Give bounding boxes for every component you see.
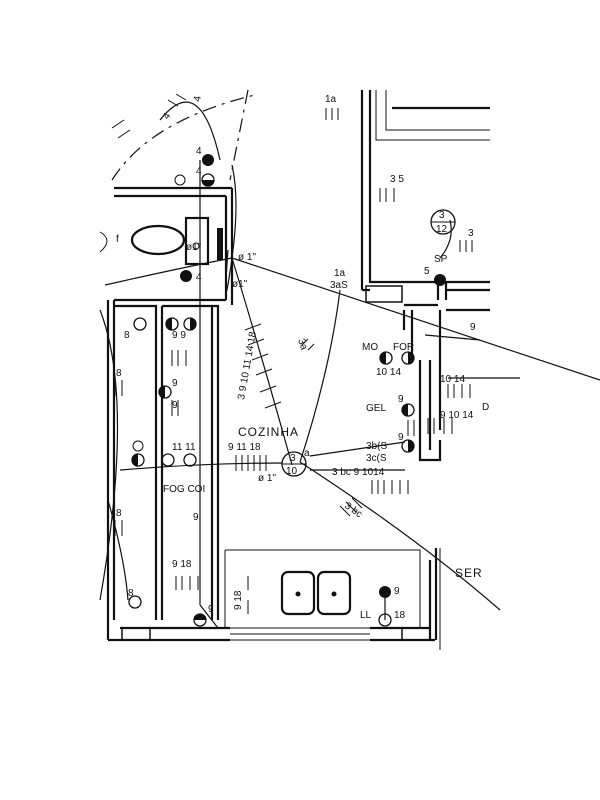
sink-fixture	[280, 570, 352, 616]
pipe-label-c: ø1"	[186, 242, 202, 253]
d-label: D	[482, 402, 489, 413]
f-label: f	[116, 234, 119, 245]
ll-circuit-9: 9	[394, 586, 400, 597]
outlet-symbols	[128, 154, 456, 627]
ll-label: LL	[360, 610, 372, 621]
mo-label: MO	[362, 342, 378, 353]
circuit-9-lone: 9	[193, 512, 199, 523]
circuit-3as: 3aS	[330, 280, 348, 291]
sp-label: SP	[434, 254, 448, 265]
plan-labels: COZINHA SER FOG COI MO FOR 10 14 GEL ø 1…	[116, 94, 489, 621]
left-circuit-9-a: 9	[172, 378, 178, 389]
fog-coi-label: FOG COI	[163, 484, 205, 495]
conduit-ticks	[111, 93, 473, 614]
left-bottom-circuit-8: 8	[128, 588, 134, 599]
area-label-right: SER	[455, 566, 483, 580]
circuits-9-9: 9 9	[172, 330, 186, 341]
circuit-3cs: 3c(S	[366, 453, 387, 464]
arc-circuit-4-a: 4	[161, 111, 174, 122]
a-mark-label: a	[304, 448, 310, 459]
three-right-label: 3	[468, 228, 474, 239]
pipe-label-b: ø1"	[232, 279, 248, 290]
circuits-11-11: 11 11	[172, 442, 196, 453]
left-circuit-8-b: 8	[116, 368, 122, 379]
walls	[106, 89, 490, 650]
ll-circuit-18: 18	[394, 610, 406, 621]
arc-circuit-4-b: 4	[192, 95, 204, 103]
circuit-1a-top: 1a	[325, 94, 337, 105]
circuits-9-10-14: 9 10 14	[440, 410, 474, 421]
circuit-3-right: 9	[470, 322, 476, 333]
circuit-3-12-bot: 12	[436, 224, 448, 235]
left-circuit-9-b: 9	[172, 400, 178, 411]
left-circuit-8-c: 8	[116, 508, 122, 519]
toilet-fixture	[99, 216, 210, 266]
circuits-9-11-18: 9 11 18	[228, 442, 261, 453]
top-circuit-4-a: 4	[196, 146, 202, 157]
for-label: FOR	[393, 342, 414, 353]
top-circuit-4-b: 4	[196, 166, 202, 177]
center-circuit-bot: 10	[286, 466, 298, 477]
center-circuit-top: 3	[290, 453, 296, 464]
circuit-3bs: 3b(S	[366, 441, 387, 452]
circuits-diagonal: 3 9 10 11 14 18	[236, 330, 259, 400]
wall-blocks	[121, 228, 431, 641]
left-circuit-8-a: 8	[124, 330, 130, 341]
pipe-label-d: ø 1"	[258, 473, 276, 484]
circuits-10-14-right: 10 14	[440, 374, 465, 385]
bottom-circuit-9: 9	[208, 604, 214, 615]
circuit-3-12-top: 3	[439, 210, 445, 221]
circuit-3a-diag: 3a	[295, 337, 309, 352]
mo-for-circuits: 10 14	[376, 367, 401, 378]
circuits-9-18-vertical: 9 18	[233, 590, 244, 610]
room-label: COZINHA	[238, 425, 299, 439]
circuit-1a: 1a	[334, 268, 346, 279]
pipe-label-a: ø 1"	[238, 252, 256, 263]
gel-label: GEL	[366, 403, 386, 414]
right-circuit-9: 9	[398, 432, 404, 443]
toilet-circuit-4: 4	[196, 272, 202, 283]
circuits-9-18: 9 18	[172, 559, 192, 570]
five-label: 5	[424, 266, 430, 277]
wiring	[99, 101, 600, 629]
circuits-3bc-91014: 3 bc 9 1014	[332, 467, 385, 478]
circuit-3-5: 3 5	[390, 174, 404, 185]
gel-circuit-9: 9	[398, 394, 404, 405]
